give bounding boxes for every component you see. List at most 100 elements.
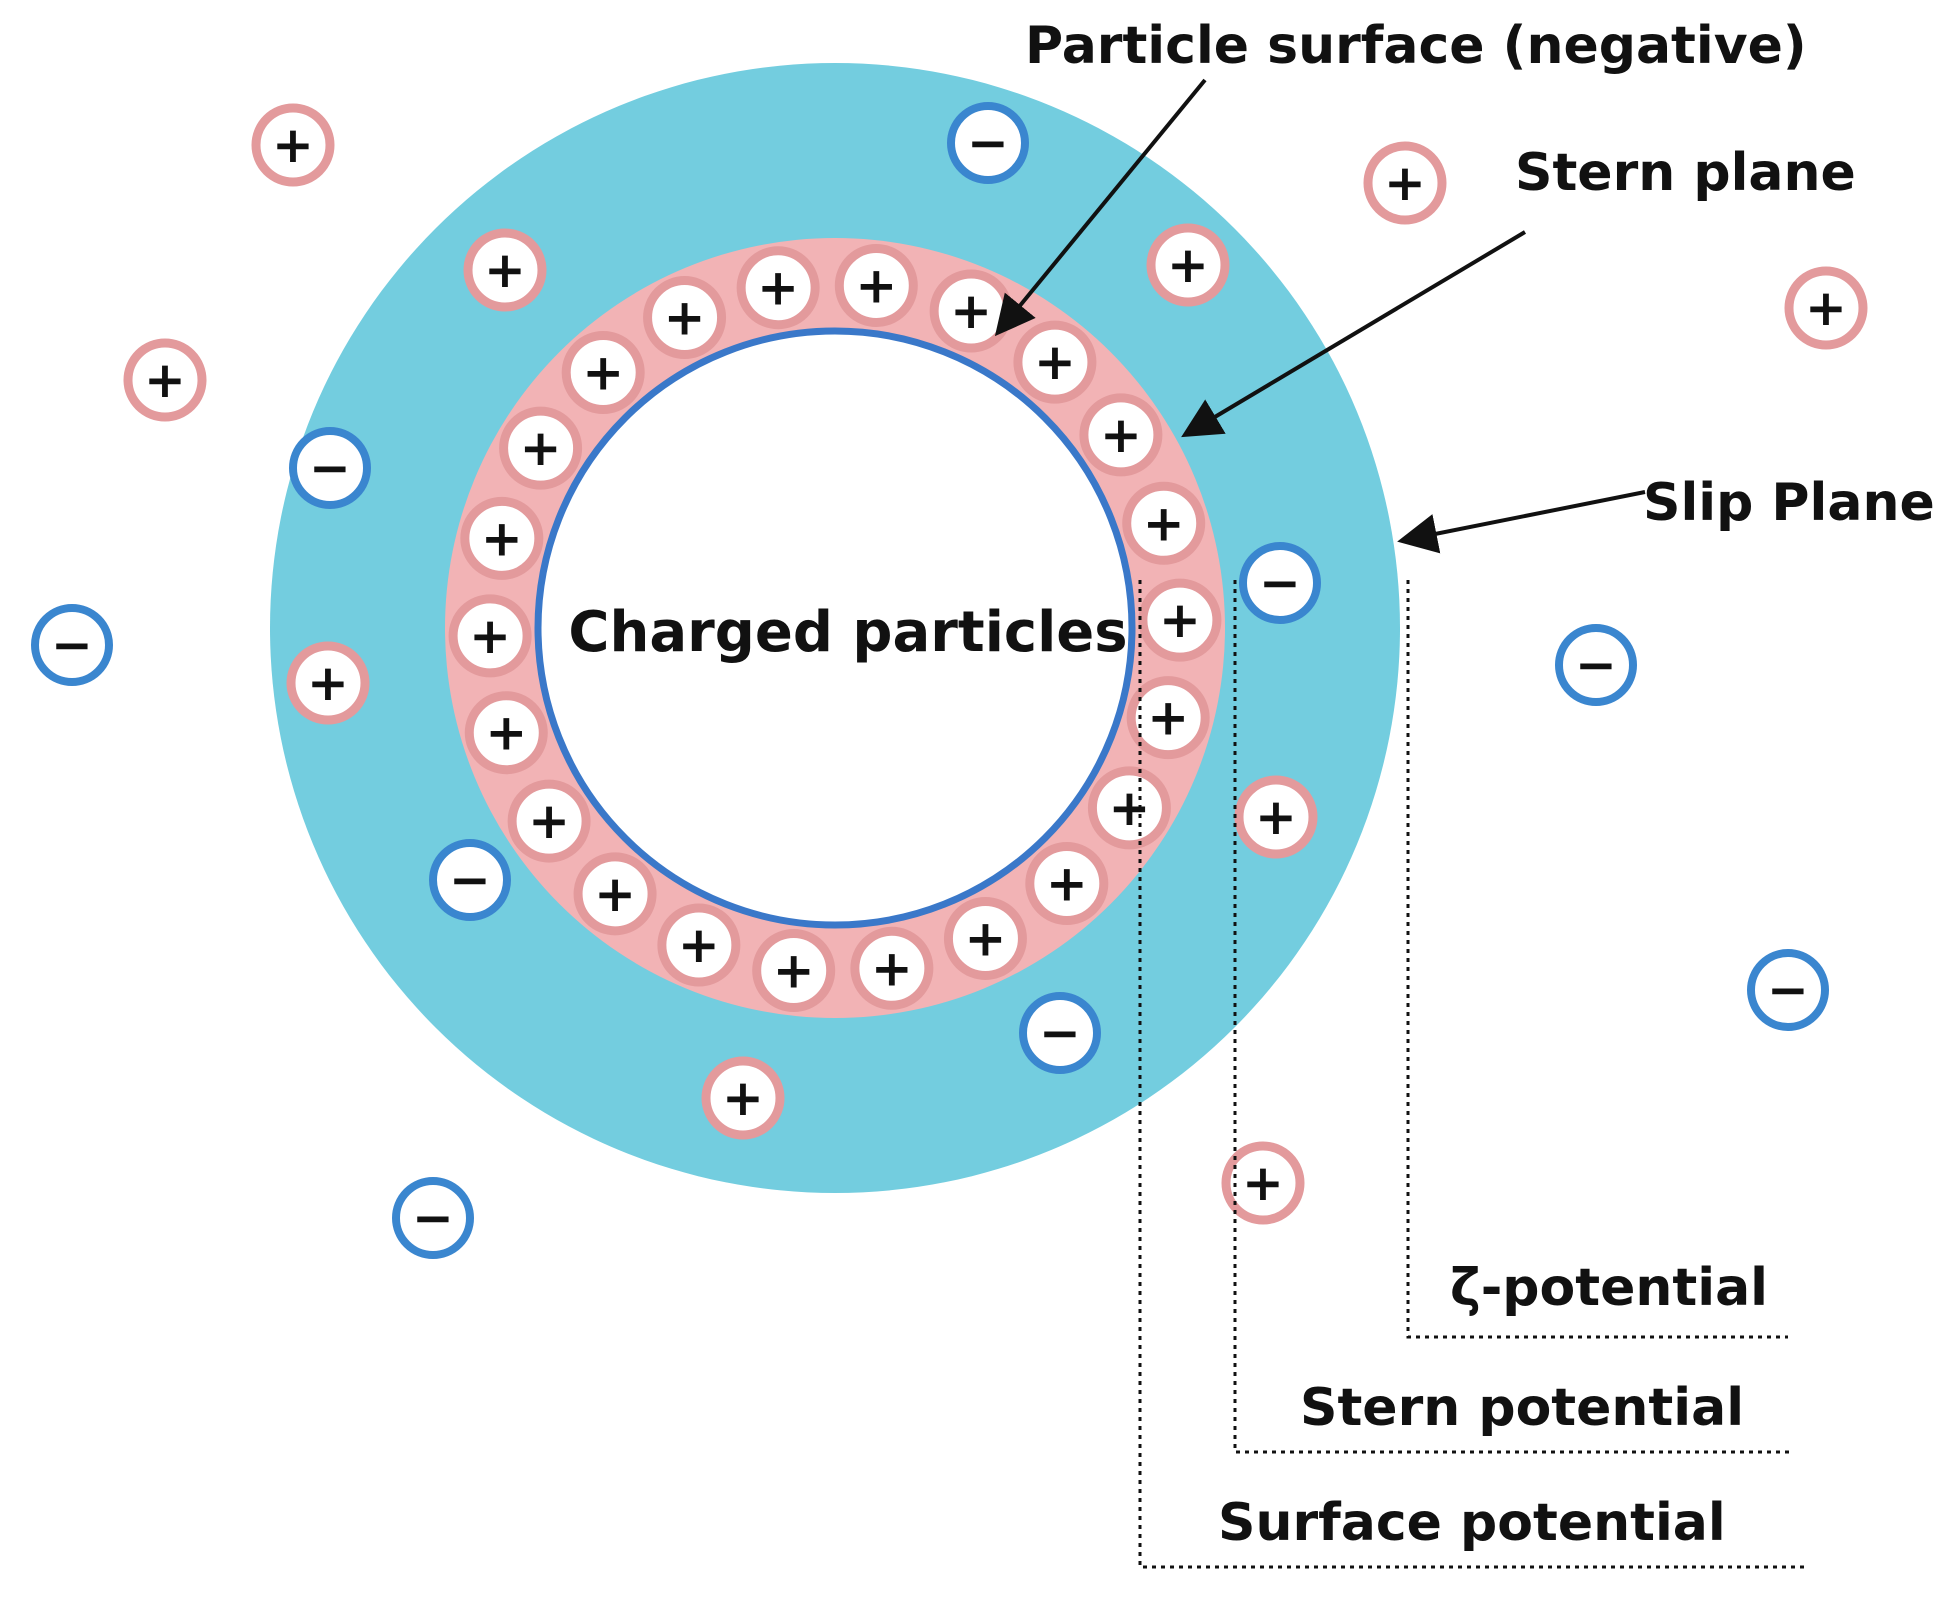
positive-ion: + <box>123 338 207 422</box>
stern-layer-ions: ++++++++++++++++++++++ <box>448 243 1222 1013</box>
negative-ion: − <box>1019 992 1101 1074</box>
positive-ion: + <box>286 641 370 725</box>
diffuse-ions: ++++++++++−−−−−−−−− <box>31 102 1868 1259</box>
minus-sign: − <box>1259 554 1301 612</box>
positive-ion: + <box>1363 141 1447 225</box>
ion-ring <box>1234 775 1318 859</box>
minus-sign: − <box>309 439 351 497</box>
surface-potential-guide <box>1138 580 1808 1569</box>
ion-ring <box>1019 992 1101 1074</box>
stern-potential-label: Stern potential <box>1300 1378 1744 1438</box>
plus-sign: + <box>1242 1154 1284 1212</box>
plus-sign: + <box>307 654 349 712</box>
ion-ring <box>1122 481 1206 565</box>
plus-sign: + <box>485 704 527 762</box>
ion-ring <box>464 691 548 775</box>
minus-sign: − <box>1575 636 1617 694</box>
charged-particles-label: Charged particles <box>568 600 1127 665</box>
particle-surface-arrow <box>994 78 1207 337</box>
plus-sign: + <box>950 282 992 340</box>
positive-ion: + <box>1126 676 1210 760</box>
positive-ion: + <box>1138 578 1222 662</box>
ion-ring <box>1146 223 1230 307</box>
positive-ion: + <box>1784 266 1868 350</box>
ion-ring <box>1747 949 1829 1031</box>
plus-sign: + <box>1046 855 1088 913</box>
positive-ion: + <box>573 852 657 936</box>
positive-ion: + <box>701 1056 785 1140</box>
plus-sign: + <box>1034 333 1076 391</box>
ion-ring <box>1079 393 1163 477</box>
slip-plane-label: Slip Plane <box>1643 473 1935 533</box>
positive-ion: + <box>448 594 532 678</box>
ion-ring <box>251 103 335 187</box>
positive-ion: + <box>1013 320 1097 404</box>
positive-ion: + <box>1234 775 1318 859</box>
ion-ring <box>943 896 1027 980</box>
ion-ring <box>736 246 820 330</box>
positive-ion: + <box>1221 1141 1305 1225</box>
plus-sign: + <box>1108 779 1150 837</box>
minus-sign: − <box>1767 961 1809 1019</box>
ion-ring <box>289 427 371 509</box>
positive-ion: + <box>251 103 335 187</box>
ion-ring <box>1239 542 1321 624</box>
ion-ring <box>1363 141 1447 225</box>
positive-ion: + <box>943 896 1027 980</box>
negative-ion: − <box>1239 542 1321 624</box>
ion-ring <box>1087 766 1171 850</box>
plus-sign: + <box>484 241 526 299</box>
negative-ion: − <box>1747 949 1829 1031</box>
plus-sign: + <box>1100 406 1142 464</box>
positive-ion: + <box>657 903 741 987</box>
plus-sign: + <box>594 865 636 923</box>
negative-ion: − <box>31 604 113 686</box>
plus-sign: + <box>520 419 562 477</box>
ion-ring <box>448 594 532 678</box>
zeta-potential-guide <box>1406 580 1788 1339</box>
plus-sign: + <box>1143 494 1185 552</box>
plus-sign: + <box>773 942 815 1000</box>
ion-ring <box>392 1177 474 1259</box>
stern-plane-arrow <box>1181 230 1527 438</box>
positive-ion: + <box>1122 481 1206 565</box>
ion-ring <box>460 496 544 580</box>
plus-sign: + <box>144 351 186 409</box>
zeta-potential-label: ζ-potential <box>1450 1258 1768 1318</box>
ion-ring <box>1221 1141 1305 1225</box>
surface-potential-label: Surface potential <box>1218 1493 1726 1553</box>
positive-ion: + <box>736 246 820 330</box>
plus-sign: + <box>964 909 1006 967</box>
ion-ring <box>507 779 591 863</box>
plus-sign: + <box>1255 788 1297 846</box>
ion-ring <box>286 641 370 725</box>
ion-ring <box>1555 624 1637 706</box>
ion-ring <box>463 228 547 312</box>
plus-sign: + <box>528 792 570 850</box>
plus-sign: + <box>1147 689 1189 747</box>
ion-ring <box>1784 266 1868 350</box>
ion-ring <box>947 102 1029 184</box>
positive-ion: + <box>834 243 918 327</box>
ion-ring <box>573 852 657 936</box>
ion-ring <box>701 1056 785 1140</box>
minus-sign: − <box>412 1189 454 1247</box>
positive-ion: + <box>460 496 544 580</box>
negative-ion: − <box>1555 624 1637 706</box>
particle-surface-label: Particle surface (negative) <box>1025 16 1807 76</box>
particle-core <box>534 327 1136 929</box>
plus-sign: + <box>1384 154 1426 212</box>
positive-ion: + <box>850 926 934 1010</box>
plus-sign: + <box>871 939 913 997</box>
ion-ring <box>123 338 207 422</box>
positive-ion: + <box>464 691 548 775</box>
plus-sign: + <box>272 116 314 174</box>
plus-sign: + <box>582 343 624 401</box>
plus-sign: + <box>481 509 523 567</box>
positive-ion: + <box>1087 766 1171 850</box>
minus-sign: − <box>51 616 93 674</box>
negative-ion: − <box>392 1177 474 1259</box>
negative-ion: − <box>947 102 1029 184</box>
minus-sign: − <box>967 114 1009 172</box>
positive-ion: + <box>463 228 547 312</box>
